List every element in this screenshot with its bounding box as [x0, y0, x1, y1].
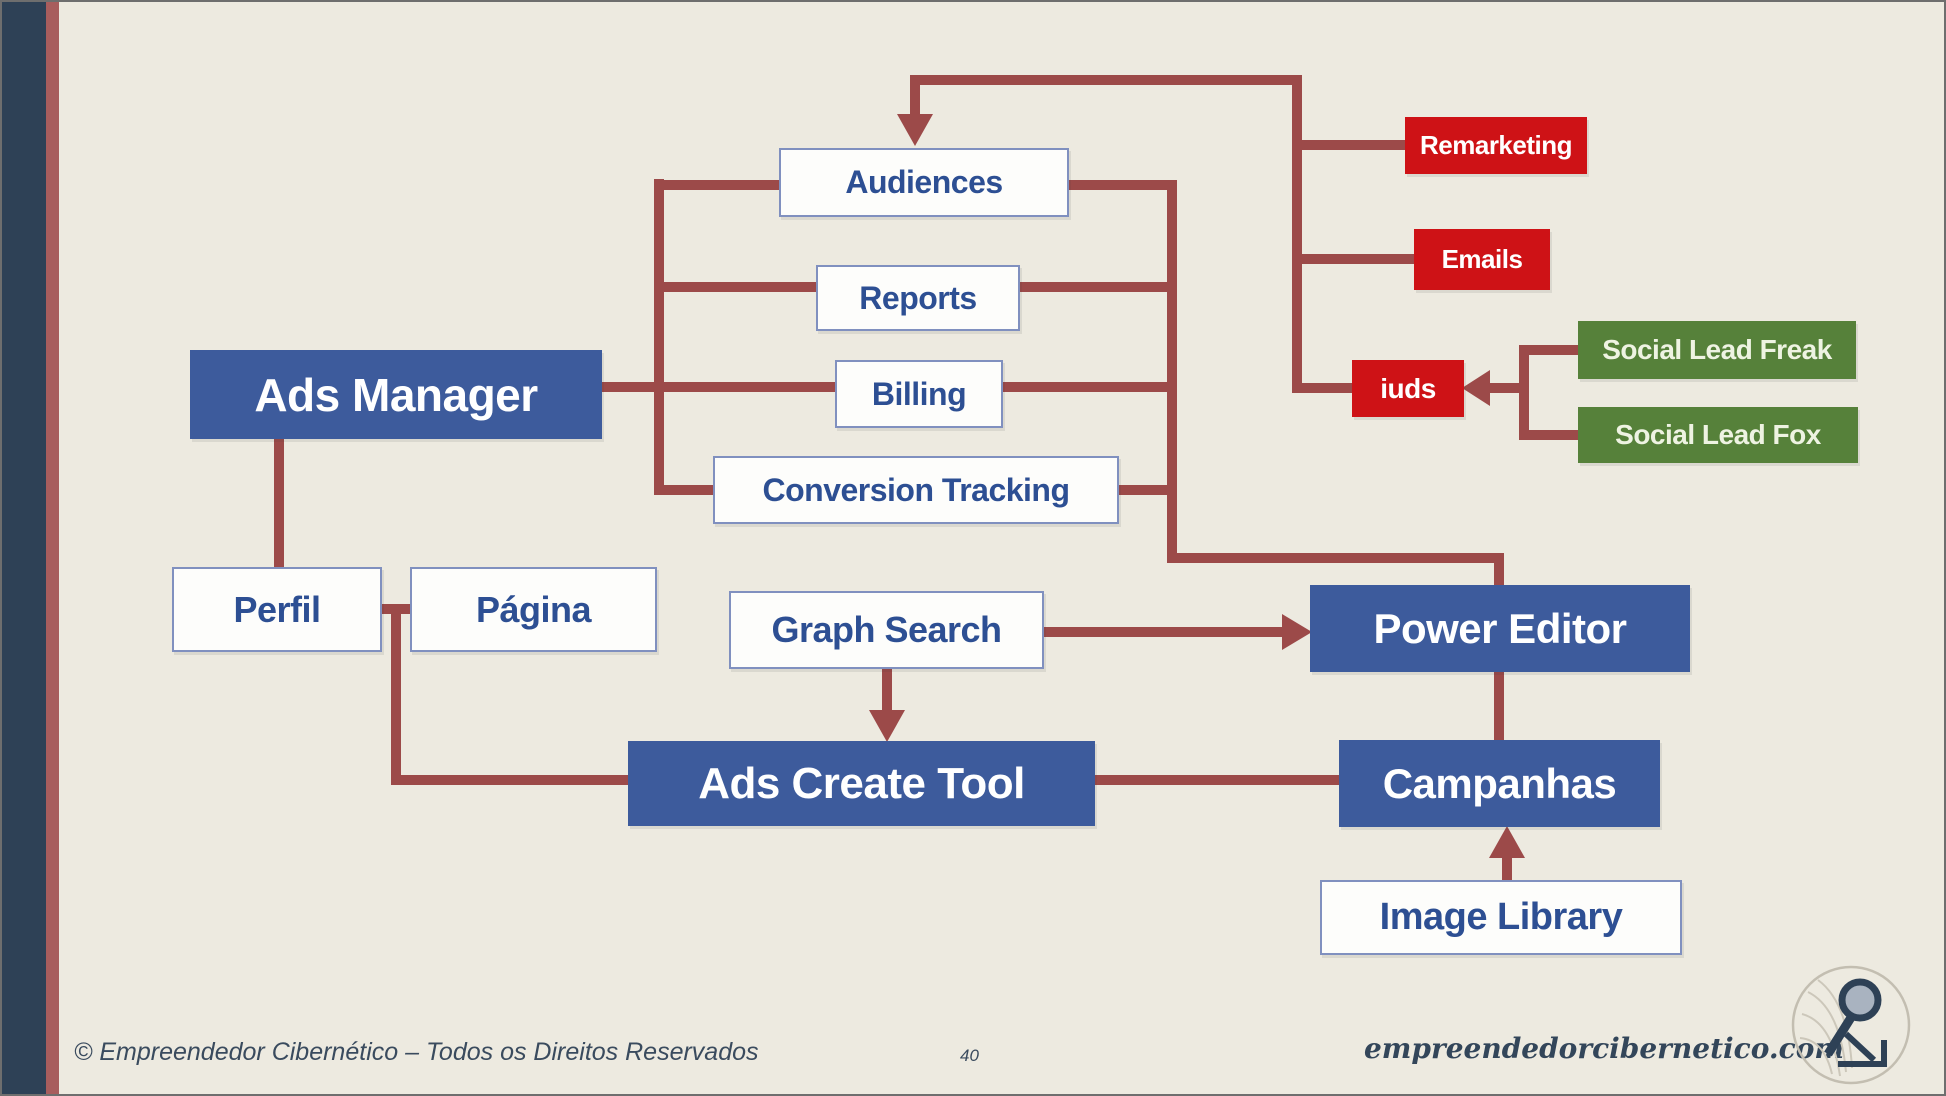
node-power-editor: Power Editor — [1310, 585, 1690, 672]
connector-trunk-to-powereditor — [1167, 553, 1504, 563]
node-social-lead-fox: Social Lead Fox — [1578, 407, 1858, 463]
node-pagina: Página — [410, 567, 657, 652]
connector-conversion-left — [659, 485, 713, 495]
connector-loop-arrow-stem — [910, 75, 920, 117]
connector-left-trunk — [654, 179, 664, 495]
node-remarketing: Remarketing — [1405, 117, 1587, 174]
connector-freak-stub — [1524, 345, 1578, 355]
connector-graphsearch-powereditor — [1044, 627, 1284, 637]
arrowhead-into-audiences — [897, 114, 933, 146]
connector-audiences-left — [659, 180, 779, 190]
footer-copyright: © Empreendedor Cibernético – Todos os Di… — [74, 1038, 759, 1066]
connector-down-to-adscreatetool — [391, 775, 628, 785]
arrowhead-into-campanhas — [1489, 826, 1525, 858]
magnifier-logo-icon — [1788, 962, 1914, 1088]
node-perfil: Perfil — [172, 567, 382, 652]
connector-audiences-right — [1069, 180, 1172, 190]
node-social-lead-freak: Social Lead Freak — [1578, 321, 1856, 379]
connector-billing-right — [1003, 382, 1172, 392]
node-iuds: iuds — [1352, 360, 1464, 417]
connector-iuds-stub — [1292, 383, 1352, 393]
node-ads-create-tool: Ads Create Tool — [628, 741, 1095, 826]
connector-remarketing-stub — [1297, 140, 1405, 150]
arrowhead-into-iuds — [1462, 370, 1490, 406]
node-reports: Reports — [816, 265, 1020, 331]
connector-right-trunk — [1292, 75, 1302, 393]
node-graph-search: Graph Search — [729, 591, 1044, 669]
connector-fox-stub — [1524, 430, 1578, 440]
connector-socialleads-bracket — [1519, 345, 1529, 440]
connector-imagelibrary-stem — [1502, 856, 1512, 882]
node-audiences: Audiences — [779, 148, 1069, 217]
node-ads-manager: Ads Manager — [190, 350, 602, 439]
connector-conversion-right — [1119, 485, 1172, 495]
connector-mid-trunk — [1167, 180, 1177, 563]
connector-adsmanager-billing — [601, 382, 835, 392]
footer-website: empreendedorcibernetico.com — [1363, 1032, 1844, 1065]
connector-iuds-arrow-stem — [1490, 383, 1524, 393]
node-campanhas: Campanhas — [1339, 740, 1660, 827]
left-navy-bar — [2, 2, 46, 1094]
node-image-library: Image Library — [1320, 880, 1682, 955]
arrowhead-into-powereditor — [1282, 614, 1312, 650]
connector-adsmanager-perfil — [274, 439, 284, 567]
connector-reports-right — [1020, 282, 1172, 292]
node-billing: Billing — [835, 360, 1003, 428]
left-red-stripe — [46, 2, 59, 1094]
connector-powereditor-campanhas — [1494, 670, 1504, 742]
arrowhead-into-adscreatetool — [869, 710, 905, 742]
page-number: 40 — [960, 1046, 979, 1065]
connector-pagina-down — [391, 604, 401, 785]
connector-graphsearch-down — [882, 667, 892, 713]
connector-reports-left — [659, 282, 816, 292]
connector-adscreatetool-campanhas — [1095, 775, 1339, 785]
connector-powereditor-drop — [1494, 553, 1504, 591]
connector-emails-stub — [1297, 254, 1414, 264]
node-conversion-tracking: Conversion Tracking — [713, 456, 1119, 524]
node-emails: Emails — [1414, 229, 1550, 290]
connector-loop-top — [915, 75, 1302, 85]
